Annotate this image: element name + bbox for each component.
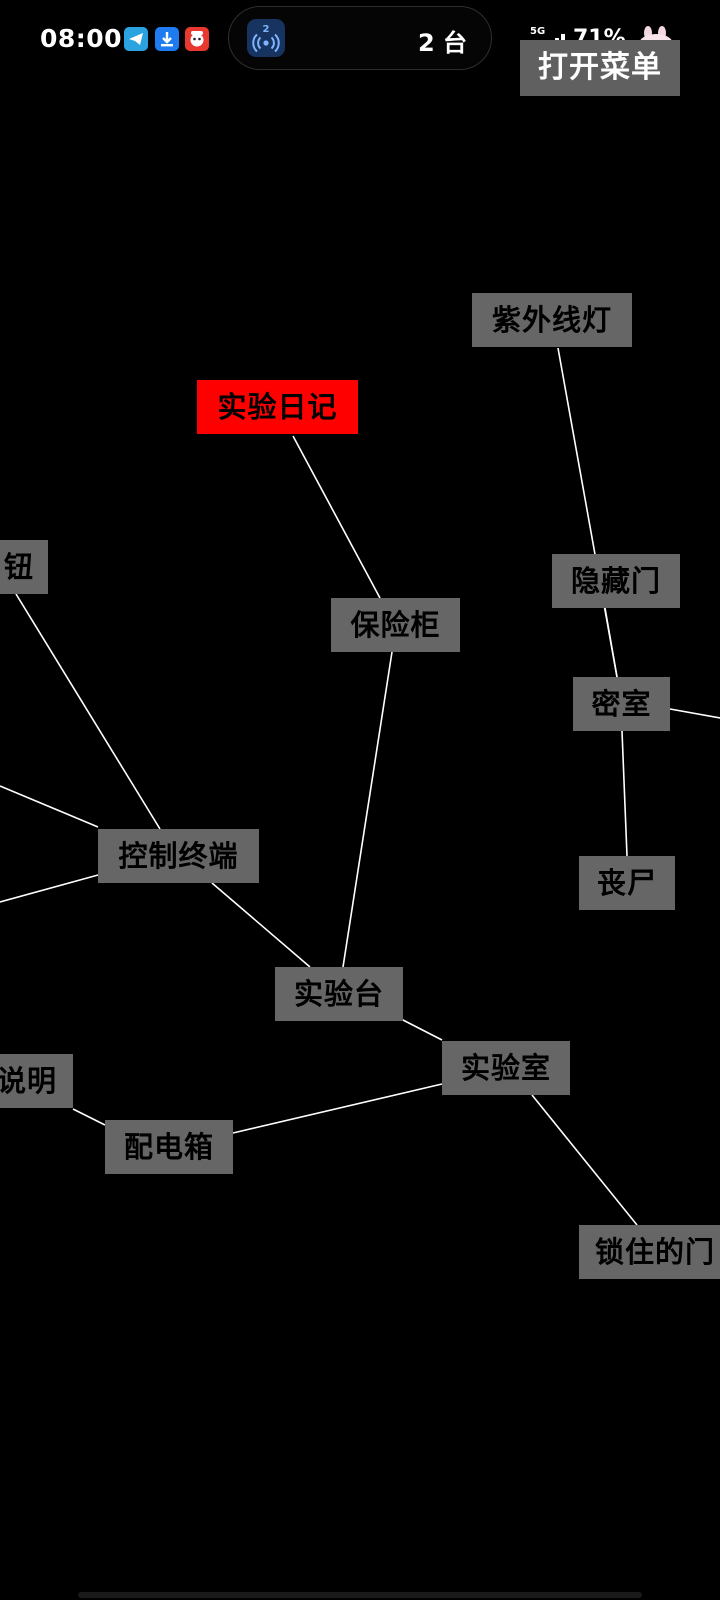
edge-laboratory-to-locked-door <box>531 1094 638 1226</box>
node-locked-door[interactable]: 锁住的门 <box>579 1225 720 1279</box>
edge-secret-room-to-zombie <box>621 730 628 857</box>
open-menu-button[interactable]: 打开菜单 <box>520 40 680 96</box>
telegram-icon <box>124 27 148 51</box>
node-safe[interactable]: 保险柜 <box>331 598 460 652</box>
node-lab-diary[interactable]: 实验日记 <box>197 380 358 434</box>
edge-left-edge-to-control-terminal-lower <box>0 874 99 903</box>
download-icon <box>155 27 179 51</box>
edge-button-to-control-terminal <box>15 593 161 830</box>
mascot-app-icon <box>185 27 209 51</box>
node-secret-room[interactable]: 密室 <box>573 677 670 731</box>
edge-hidden-door-to-secret-room <box>604 607 618 678</box>
status-time: 08:00 <box>40 24 123 53</box>
edge-lab-diary-to-safe <box>292 435 381 599</box>
node-zombie[interactable]: 丧尸 <box>579 856 675 910</box>
island-badge: 2 <box>263 24 270 35</box>
device-count: 2 台 <box>417 29 467 57</box>
edge-secret-room-to-right-edge <box>669 708 720 719</box>
node-button[interactable]: 钮 <box>0 540 48 594</box>
edge-lab-bench-to-laboratory <box>400 1018 443 1041</box>
edge-laboratory-to-power-box <box>232 1083 443 1134</box>
edge-safe-to-lab-bench <box>342 651 393 968</box>
home-indicator[interactable] <box>78 1592 642 1598</box>
broadcast-icon: 2 <box>247 19 285 57</box>
node-instructions[interactable]: 说明 <box>0 1054 73 1108</box>
node-uv-lamp[interactable]: 紫外线灯 <box>472 293 632 347</box>
node-laboratory[interactable]: 实验室 <box>442 1041 570 1095</box>
edge-control-terminal-to-lab-bench <box>211 882 311 968</box>
edge-instructions-to-power-box <box>72 1108 106 1126</box>
node-hidden-door[interactable]: 隐藏门 <box>552 554 680 608</box>
network-type: 5G <box>530 26 546 37</box>
dynamic-island[interactable]: 2 2 台 <box>228 6 492 70</box>
node-control-terminal[interactable]: 控制终端 <box>98 829 259 883</box>
node-power-box[interactable]: 配电箱 <box>105 1120 233 1174</box>
node-lab-bench[interactable]: 实验台 <box>275 967 403 1021</box>
edge-left-edge-to-control-terminal-upper <box>0 785 99 828</box>
